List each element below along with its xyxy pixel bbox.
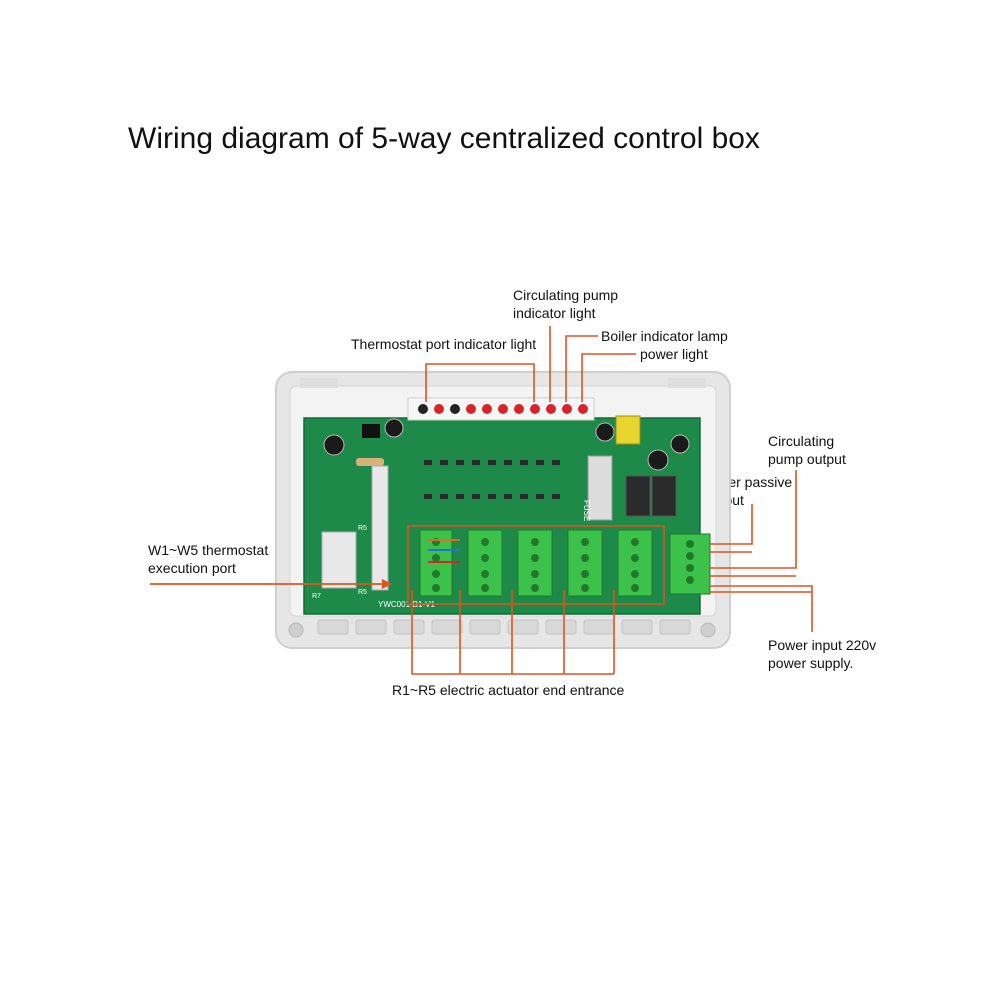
led-1 bbox=[418, 404, 428, 414]
led-6 bbox=[498, 404, 508, 414]
terminal-block-power bbox=[669, 533, 711, 595]
enclosure-top-slot-left bbox=[300, 378, 338, 388]
label-thermostat-execution-port-1: W1~W5 thermostat bbox=[148, 542, 269, 558]
led-11 bbox=[578, 404, 588, 414]
resistor bbox=[356, 458, 384, 466]
led-5 bbox=[482, 404, 492, 414]
capacitor-1 bbox=[323, 434, 345, 456]
fuse-holder bbox=[587, 455, 613, 521]
label-circulating-pump-output-1: Circulating bbox=[768, 433, 835, 449]
led-2 bbox=[434, 404, 444, 414]
label-thermostat-execution-port-2: execution port bbox=[148, 560, 236, 576]
capacitor-4 bbox=[647, 449, 669, 471]
pcb-components: FUSE R5 R5 R7 YWC001-B1-V1 bbox=[312, 415, 690, 609]
label-boiler-indicator-lamp: Boiler indicator lamp bbox=[601, 328, 728, 344]
callout-lines bbox=[407, 326, 813, 675]
left-connector-strip bbox=[321, 465, 389, 591]
callout-circ-pump-output bbox=[710, 470, 797, 577]
led-7 bbox=[514, 404, 524, 414]
terminal-block-r4 bbox=[567, 529, 603, 597]
smd-row-2 bbox=[424, 494, 560, 499]
diagram-title: Wiring diagram of 5-way centralized cont… bbox=[128, 122, 760, 155]
terminal-block-r2 bbox=[467, 529, 503, 597]
terminal-block-r3 bbox=[517, 529, 553, 597]
ic-chip bbox=[362, 424, 380, 438]
capacitor-3 bbox=[595, 422, 615, 442]
led-9 bbox=[546, 404, 556, 414]
model-text: YWC001-B1-V1 bbox=[378, 600, 435, 609]
label-thermostat-port-indicator: Thermostat port indicator light bbox=[351, 336, 537, 352]
label-actuator-entrance: R1~R5 electric actuator end entrance bbox=[392, 682, 625, 698]
side-label-1: R5 bbox=[358, 525, 367, 532]
callout-boiler-indicator bbox=[565, 335, 598, 402]
thermostat-port-arrow bbox=[150, 579, 392, 589]
callout-thermostat-port bbox=[425, 363, 535, 402]
terminal-block-r5 bbox=[617, 529, 653, 597]
callout-power-light bbox=[581, 353, 636, 402]
terminal-blocks bbox=[419, 529, 711, 597]
label-power-input-2: power supply. bbox=[768, 655, 854, 671]
label-power-light: power light bbox=[640, 346, 708, 362]
led-3 bbox=[450, 404, 460, 414]
led-8 bbox=[530, 404, 540, 414]
enclosure-top-slot-right bbox=[668, 378, 706, 388]
callout-terminal-frame bbox=[407, 525, 665, 605]
relay-2 bbox=[651, 475, 677, 517]
side-label-2: R5 bbox=[358, 589, 367, 596]
transformer bbox=[615, 415, 641, 445]
screw-hole-left bbox=[288, 622, 304, 638]
callout-actuator-entrance bbox=[411, 590, 615, 675]
callout-boiler-passive bbox=[710, 504, 753, 553]
led-4 bbox=[466, 404, 476, 414]
enclosure-bottom-ribs bbox=[317, 619, 691, 635]
fuse-text: FUSE bbox=[582, 500, 591, 521]
label-circulating-pump-output-2: pump output bbox=[768, 451, 846, 467]
label-power-input-1: Power input 220v bbox=[768, 637, 877, 653]
capacitor-5 bbox=[670, 434, 690, 454]
callout-power-input bbox=[710, 585, 813, 632]
capacitor-2 bbox=[384, 418, 404, 438]
relay-1 bbox=[625, 475, 651, 517]
smd-row-1 bbox=[424, 460, 560, 465]
side-label-3: R7 bbox=[312, 593, 321, 600]
led-10 bbox=[562, 404, 572, 414]
label-circulating-pump-indicator-1: Circulating pump bbox=[513, 287, 619, 303]
label-circulating-pump-indicator-2: indicator light bbox=[513, 305, 596, 321]
indicator-leds bbox=[418, 404, 588, 414]
screw-hole-right bbox=[700, 622, 716, 638]
